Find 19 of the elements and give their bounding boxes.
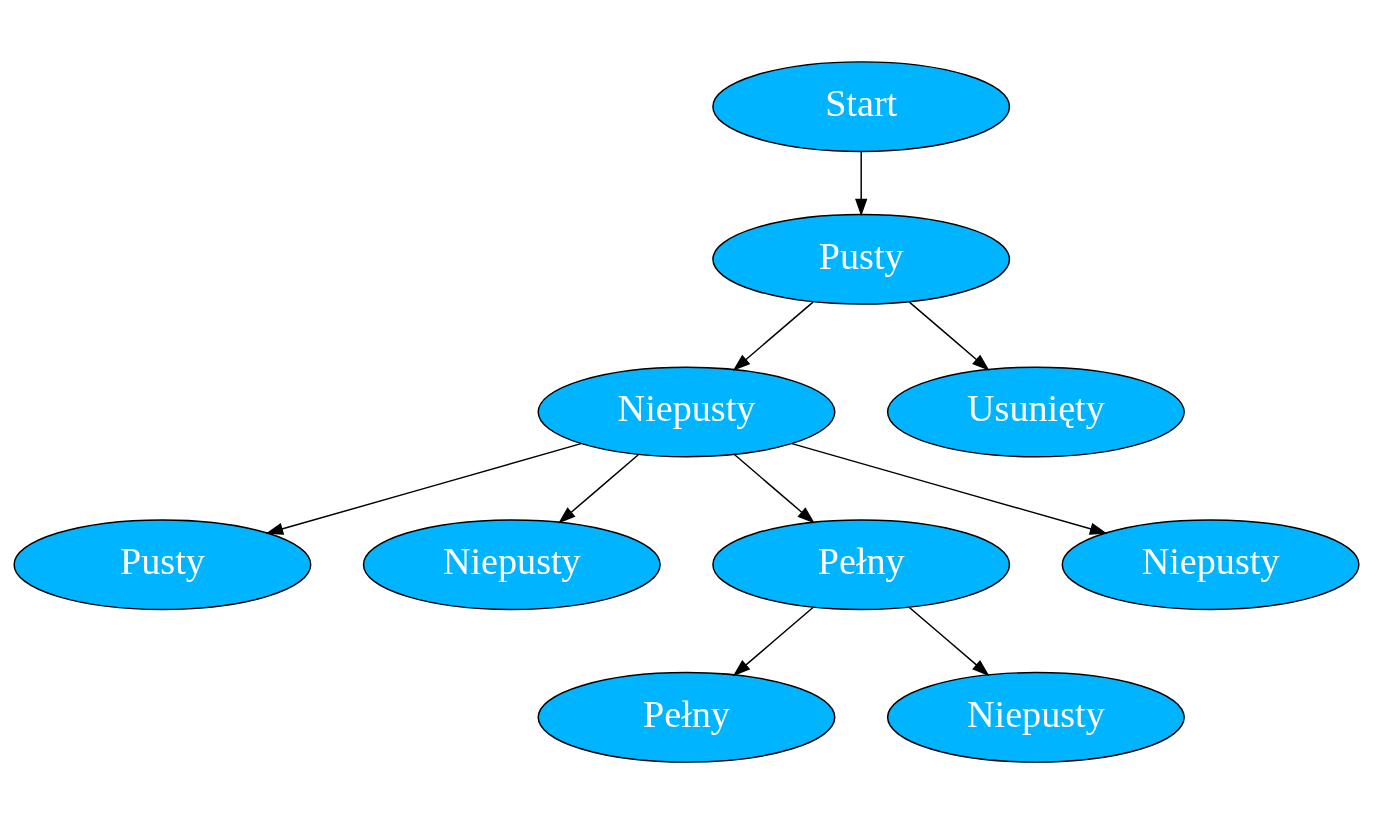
node-ellipse: Niepusty (362, 518, 661, 610)
node-ellipse: Pełny (712, 518, 1011, 610)
node-ellipse: Pusty (13, 518, 312, 610)
arrow (265, 442, 582, 535)
arrow (791, 442, 1108, 535)
arrow (732, 300, 814, 371)
node-ellipse: Niepusty (886, 671, 1185, 763)
node-ellipse: Usunięty (886, 366, 1185, 457)
node-ellipse: Start (712, 60, 1011, 152)
node-ellipse: Niepusty (1061, 518, 1360, 610)
node-ellipse: Pusty (712, 213, 1011, 305)
node-ellipse: Niepusty (537, 366, 836, 457)
arrow (908, 300, 990, 371)
arrow (558, 453, 640, 523)
arrow (908, 606, 990, 676)
arrow (732, 606, 814, 676)
node-ellipse: Pełny (537, 671, 836, 763)
arrow (733, 453, 815, 523)
arrow (855, 150, 868, 216)
